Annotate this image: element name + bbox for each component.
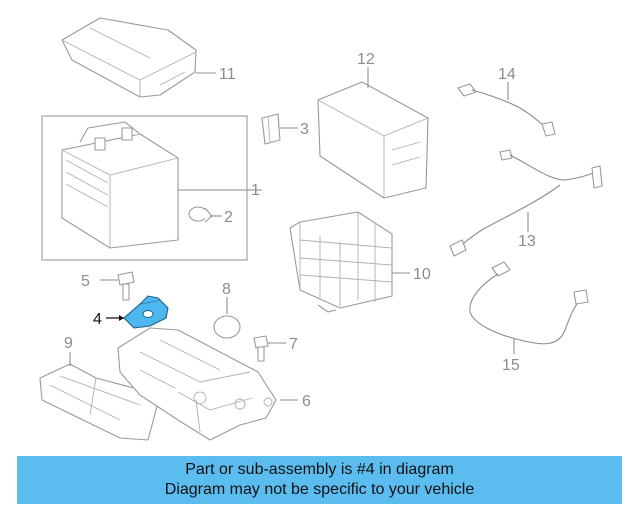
battery-tray-part-6: 6	[117, 327, 311, 441]
callout-3: 3	[300, 121, 309, 138]
parts-diagram: 11 1 2 3 12	[39, 17, 603, 441]
callout-12: 12	[357, 51, 375, 68]
battery-cover-part-11: 11	[61, 17, 236, 98]
callout-5: 5	[81, 273, 90, 290]
tray-insulator-part-9: 9	[39, 335, 161, 441]
cable-part-15: 15	[469, 261, 589, 374]
tray-frame-part-10: 10	[289, 211, 431, 313]
plug-part-2: 2	[188, 206, 233, 226]
callout-10: 10	[413, 266, 431, 283]
cable-part-13: 13	[449, 149, 603, 257]
caption-line-1: Part or sub-assembly is #4 in diagram	[185, 461, 454, 478]
caption-banner: Part or sub-assembly is #4 in diagram Di…	[17, 456, 622, 504]
callout-1: 1	[251, 182, 260, 199]
callout-8: 8	[222, 281, 231, 298]
vent-cap-part-3: 3	[261, 113, 309, 145]
callout-7: 7	[289, 336, 298, 353]
bolt-part-7: 7	[253, 335, 298, 362]
callout-4: 4	[93, 311, 102, 328]
bolt-part-5: 5	[81, 271, 135, 301]
bracket-part-4: 4	[93, 295, 169, 329]
callout-2: 2	[224, 209, 233, 226]
callout-15: 15	[502, 357, 520, 374]
caption-line-2: Diagram may not be specific to your vehi…	[164, 481, 475, 498]
callout-13: 13	[518, 233, 536, 250]
callout-14: 14	[498, 66, 516, 83]
callout-9: 9	[64, 335, 73, 352]
battery-group-box	[41, 115, 248, 261]
cable-part-14: 14	[457, 66, 556, 137]
o-ring-part-8: 8	[213, 281, 241, 339]
battery-insulation-part-12: 12	[317, 51, 429, 199]
callout-11: 11	[219, 66, 236, 83]
callout-6: 6	[302, 393, 311, 410]
battery-part-1: 1	[61, 121, 262, 249]
